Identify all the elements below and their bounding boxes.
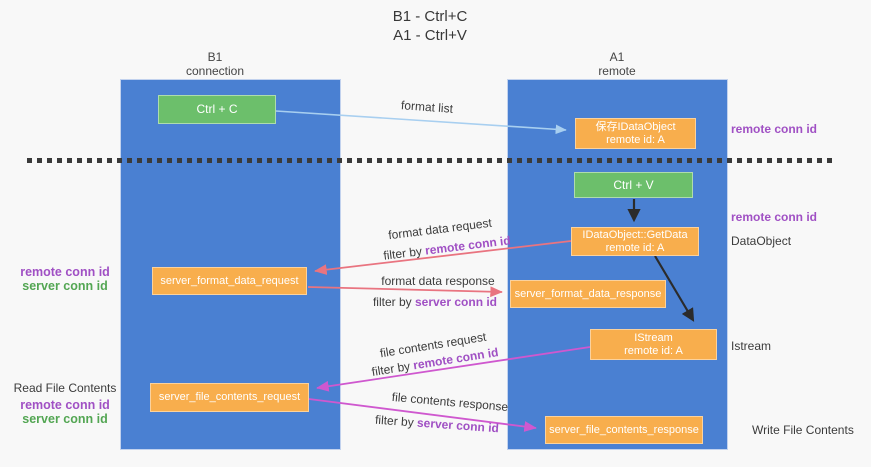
label-dataobject: DataObject <box>731 234 792 248</box>
arrow-format-data-response <box>307 286 503 298</box>
node-istream: IStream remote id: A <box>590 329 717 360</box>
node-server-format-data-response: server_format_data_response <box>510 280 666 308</box>
label-istream: Istream <box>731 339 772 353</box>
left-conn-id-pair-1: remote conn id server conn id <box>10 265 120 293</box>
right-column-name: A1 <box>609 50 625 64</box>
server-conn-id-text: server conn id <box>414 295 498 309</box>
title-line-2: A1 - Ctrl+V <box>393 27 467 44</box>
label-remote-conn-id-top: remote conn id <box>731 122 818 136</box>
right-column-header: A1 remote <box>557 50 677 78</box>
node-ctrl-v: Ctrl + V <box>574 172 693 198</box>
node-idataobject-getdata-line1: IDataObject::GetData <box>582 228 688 241</box>
label-format-data-response: format data response <box>381 274 495 288</box>
filter-by-text: filter by <box>374 412 418 430</box>
node-idataobject-getdata: IDataObject::GetData remote id: A <box>571 227 699 256</box>
node-server-format-data-request-label: server_format_data_request <box>160 274 299 287</box>
label-write-file-contents: Write File Contents <box>752 423 854 437</box>
filter-by-text: filter by <box>372 295 415 309</box>
label-read-file-contents: Read File Contents <box>13 381 117 395</box>
label-server-conn-id-left1: server conn id <box>22 279 108 293</box>
label-remote-conn-id-left1: remote conn id <box>20 265 110 279</box>
node-server-file-contents-response-label: server_file_contents_response <box>549 423 699 436</box>
node-save-idataobject: 保存IDataObject remote id: A <box>575 118 696 149</box>
label-remote-conn-id-left2: remote conn id <box>20 398 110 412</box>
label-filter-by-server-1: filter by server conn id <box>360 295 510 309</box>
node-istream-line2: remote id: A <box>624 344 683 357</box>
node-server-format-data-request: server_format_data_request <box>152 267 307 295</box>
arrow-file-contents-request <box>316 346 591 392</box>
label-server-conn-id-left2: server conn id <box>22 412 108 426</box>
node-save-idataobject-line1: 保存IDataObject <box>595 120 676 133</box>
label-remote-conn-id-mid: remote conn id <box>731 210 818 224</box>
dashed-separator <box>27 158 833 163</box>
left-conn-id-pair-2: remote conn id server conn id <box>10 398 120 426</box>
arrow-file-contents-response <box>308 398 537 432</box>
left-column-header: B1 connection <box>155 50 275 78</box>
right-column-subtitle: remote <box>598 64 636 78</box>
node-ctrl-c-label: Ctrl + C <box>196 102 238 116</box>
left-column-subtitle: connection <box>185 64 245 78</box>
node-idataobject-getdata-line2: remote id: A <box>605 241 665 254</box>
left-column-name: B1 <box>207 50 223 64</box>
node-server-file-contents-request: server_file_contents_request <box>150 383 309 412</box>
node-server-format-data-response-label: server_format_data_response <box>514 287 662 300</box>
node-istream-line1: IStream <box>634 331 673 344</box>
node-server-file-contents-request-label: server_file_contents_request <box>158 391 301 403</box>
node-save-idataobject-line2: remote id: A <box>606 133 665 146</box>
node-server-file-contents-response: server_file_contents_response <box>545 416 703 444</box>
arrow-format-data-request <box>314 240 572 276</box>
node-ctrl-v-label: Ctrl + V <box>613 177 654 192</box>
diagram-title: B1 - Ctrl+C A1 - Ctrl+V <box>330 7 530 45</box>
arrow-format-list <box>275 110 567 135</box>
title-line-1: B1 - Ctrl+C <box>392 8 468 25</box>
node-ctrl-c: Ctrl + C <box>158 95 276 124</box>
arrow-getdata-to-istream <box>654 255 695 322</box>
